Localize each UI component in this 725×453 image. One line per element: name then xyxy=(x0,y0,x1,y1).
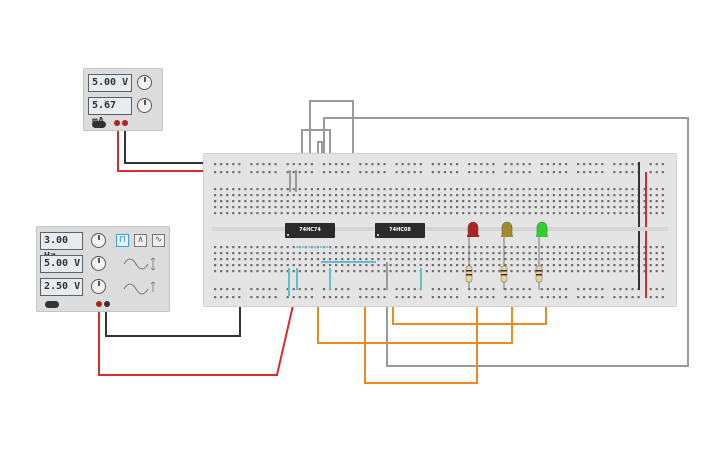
negative-terminal[interactable] xyxy=(122,120,128,126)
chip-74hc08[interactable]: 74HC08 xyxy=(375,223,425,238)
amplitude-icon xyxy=(123,257,156,271)
frequency-knob[interactable] xyxy=(91,233,106,248)
right-rail-black xyxy=(638,162,640,290)
amplitude-knob[interactable] xyxy=(91,256,106,271)
wire-black-power[interactable] xyxy=(124,125,236,164)
sine-wave-button[interactable]: ∿ xyxy=(152,234,165,247)
positive-terminal[interactable] xyxy=(114,120,120,126)
center-channel xyxy=(212,227,668,231)
led-red[interactable] xyxy=(467,221,479,237)
power-supply: 5.00 V 5.67 mA xyxy=(83,68,163,131)
square-wave-button[interactable]: ⊓ xyxy=(116,234,129,247)
triangle-wave-button[interactable]: ∧ xyxy=(134,234,147,247)
generator-positive-terminal[interactable] xyxy=(96,301,102,307)
right-rail-red xyxy=(645,172,647,298)
generator-negative-terminal[interactable] xyxy=(104,301,110,307)
chip-74hc74[interactable]: 74HC74 xyxy=(285,223,335,238)
function-generator: 3.00 Hz 5.00 V 2.50 V ⊓ ∧ ∿ xyxy=(36,226,170,312)
wire-gray-long[interactable] xyxy=(323,117,689,367)
power-switch[interactable] xyxy=(92,121,106,128)
breadboard-holes xyxy=(214,163,664,299)
led-green[interactable] xyxy=(536,221,548,237)
offset-display: 2.50 V xyxy=(40,278,83,296)
breadboard: 74HC74 74HC08 xyxy=(203,153,677,307)
offset-icon xyxy=(123,281,156,295)
resistor[interactable] xyxy=(465,236,473,290)
current-knob[interactable] xyxy=(137,98,152,113)
resistor[interactable] xyxy=(535,236,543,290)
resistor[interactable] xyxy=(500,236,508,290)
offset-knob[interactable] xyxy=(91,279,106,294)
generator-power-switch[interactable] xyxy=(45,301,59,308)
voltage-knob[interactable] xyxy=(137,75,152,90)
voltage-display: 5.00 V xyxy=(88,74,132,92)
led-yellow[interactable] xyxy=(501,221,513,237)
wire-black-fg[interactable] xyxy=(105,290,241,337)
wire-red-power[interactable] xyxy=(117,125,236,172)
wire-red-fg[interactable] xyxy=(98,261,304,376)
wire-gray-loop-1[interactable] xyxy=(309,100,354,195)
amplitude-display: 5.00 V xyxy=(40,255,83,273)
